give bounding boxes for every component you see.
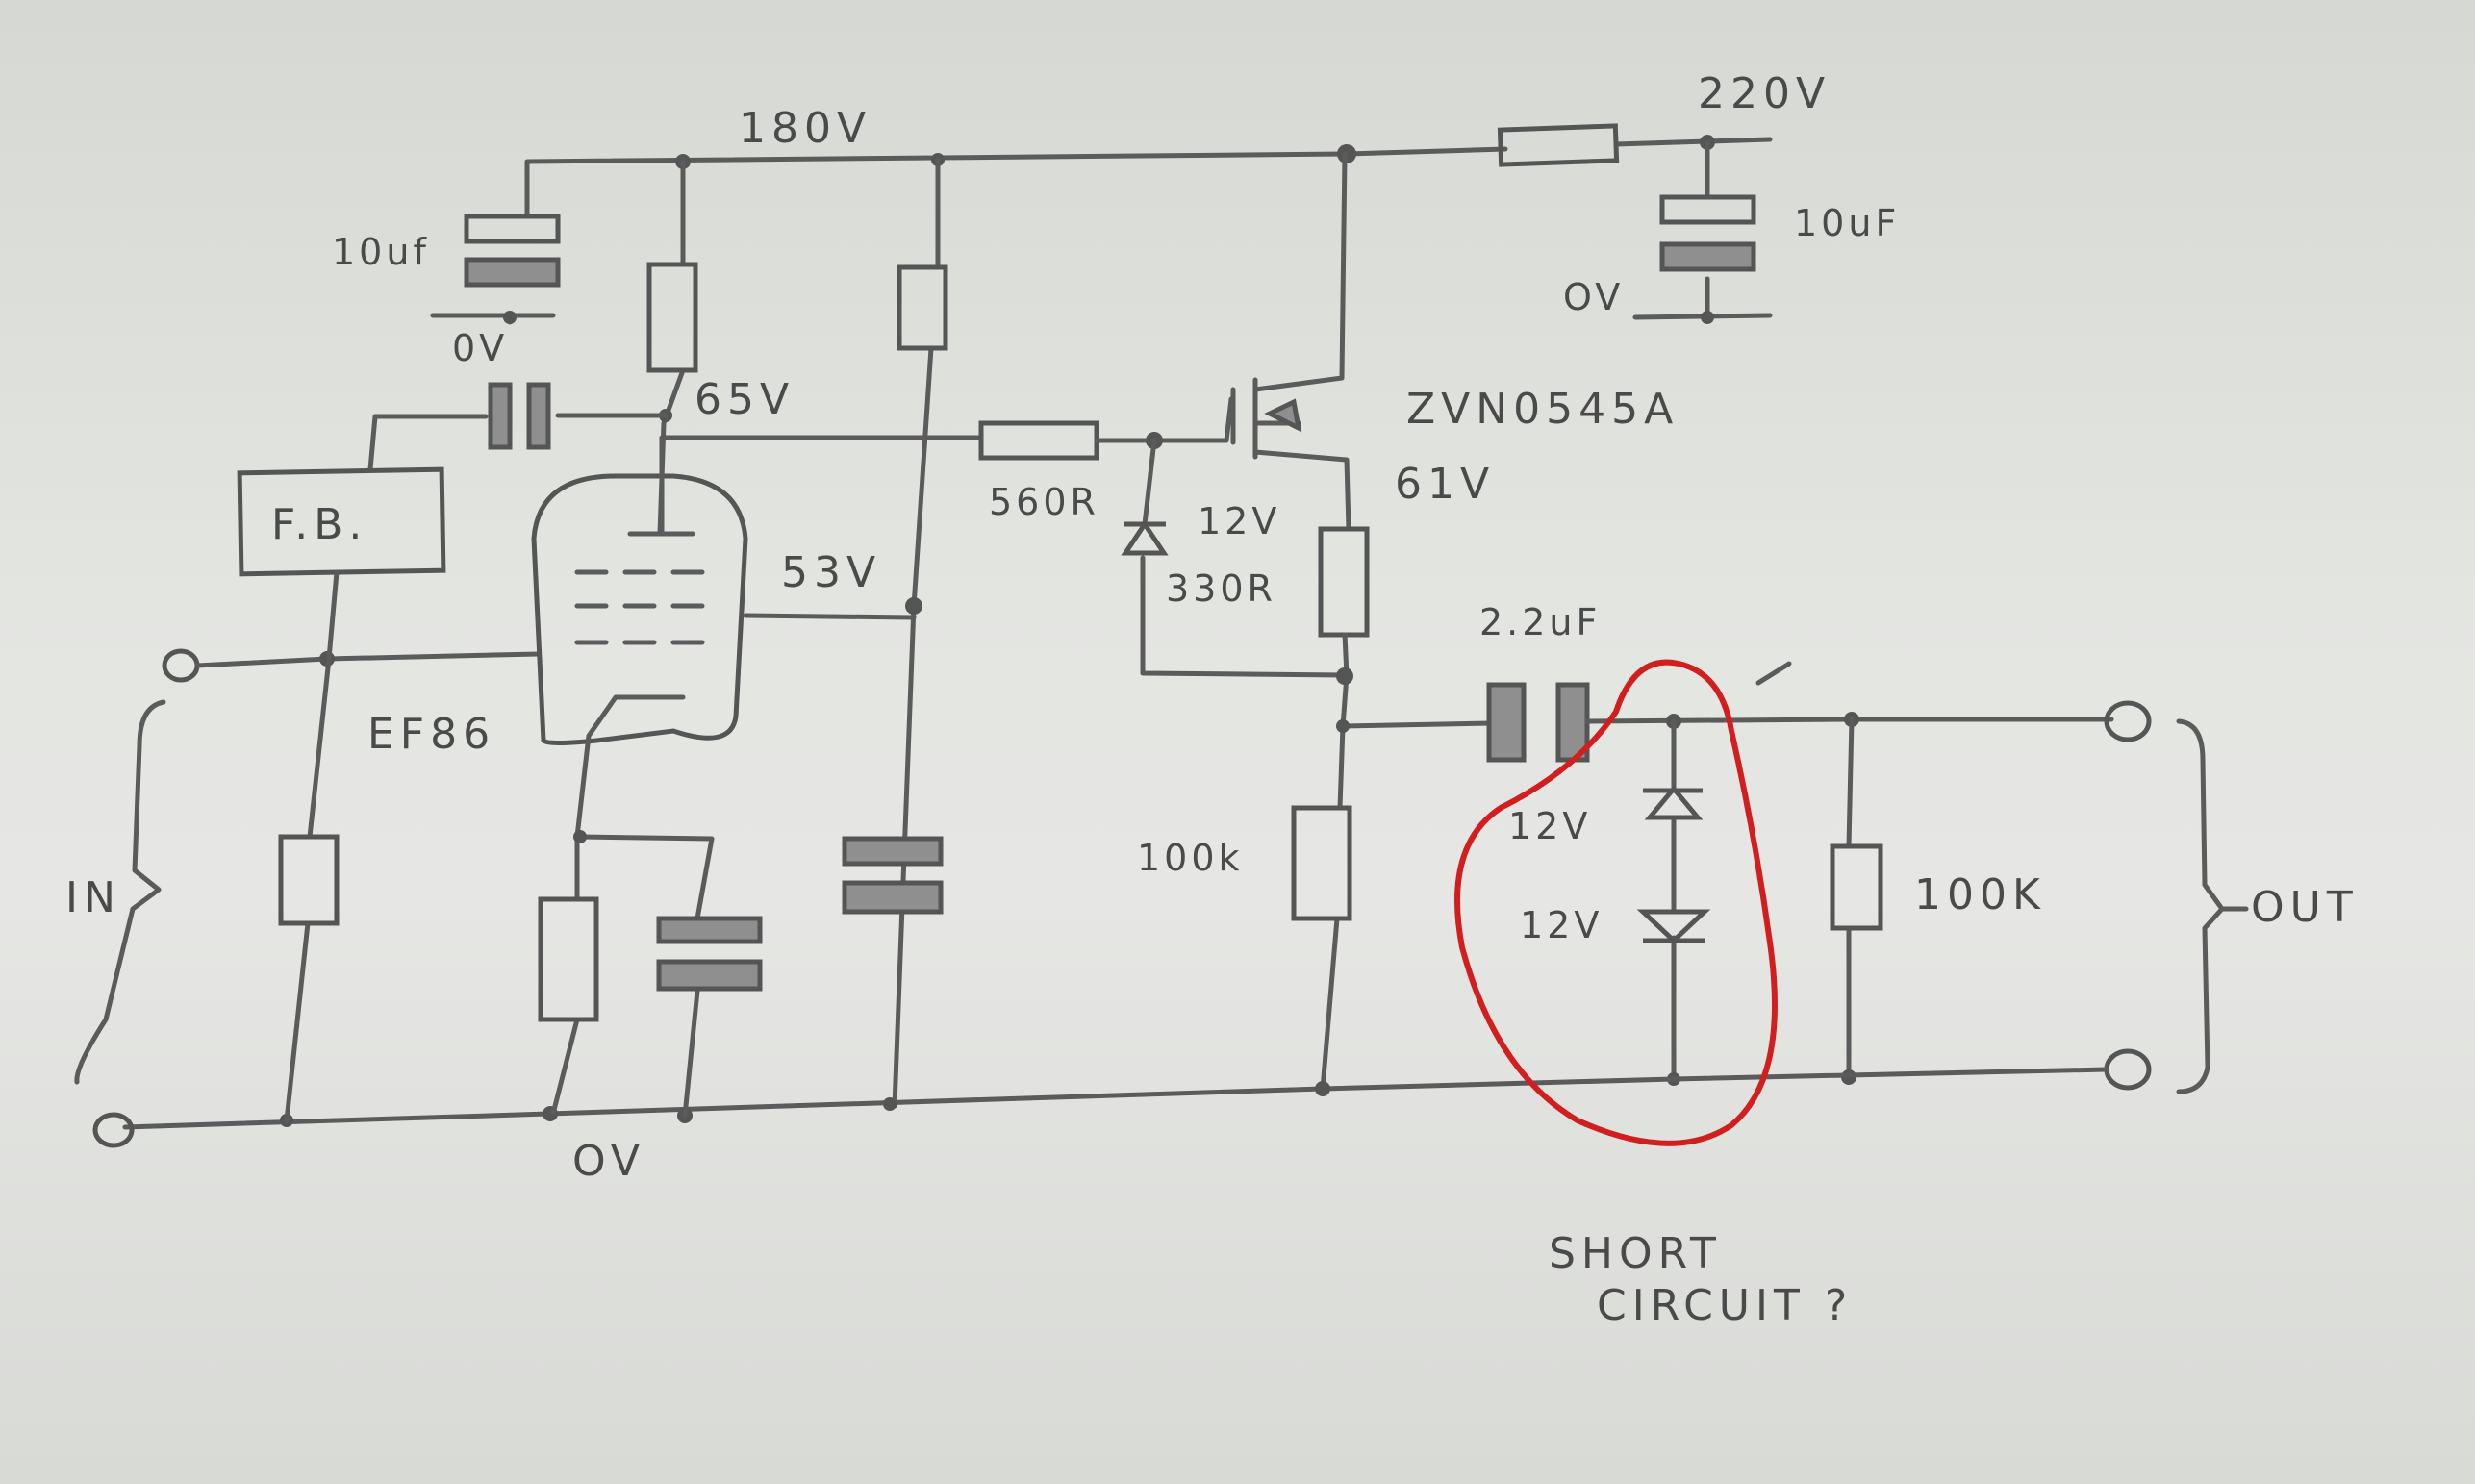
terminal-out-bottom[interactable]: [2104, 1048, 2152, 1091]
resistor-supply-dropper: [1497, 123, 1620, 167]
label-53v: 53V: [781, 548, 881, 597]
node-ground-5: [1315, 1081, 1330, 1096]
resistor-100K-out: [1830, 843, 1883, 931]
pentode-envelope: [531, 473, 748, 745]
wire-cathode-network: [550, 834, 715, 1119]
node-cap-right-ground: [1701, 311, 1714, 324]
node-ground-4: [883, 1097, 897, 1111]
label-mosfet: ZVN0545A: [1406, 385, 1679, 434]
capacitor-fb-plate2: [526, 382, 551, 450]
zener-gate-12v: [1121, 519, 1169, 556]
node-source-out: [1336, 667, 1353, 685]
label-100k-out: 100K: [1914, 870, 2046, 919]
label-2.2uf: 2.2uF: [1479, 601, 1601, 643]
feedback-network-box: [237, 466, 446, 577]
pentode-anode: [627, 435, 695, 537]
node-screen-53v: [905, 597, 922, 615]
resistor-anode-load: [646, 262, 698, 373]
label-10uf-left: 10uf: [332, 231, 430, 273]
zener-out-lower: [1636, 909, 1711, 944]
label-ov-right: OV: [1563, 276, 1624, 318]
resistor-cathode: [538, 896, 599, 1022]
wire-input: [194, 651, 542, 668]
wire-grid-leak: [284, 656, 332, 1123]
rail-220v: [1613, 137, 1773, 147]
wire-source-output: [1320, 632, 1494, 1092]
label-61v: 61V: [1395, 460, 1495, 509]
capacitor-2.2uF-plate2: [1555, 682, 1590, 763]
wire-gate-zener: [1140, 438, 1350, 678]
zener-out-upper: [1643, 785, 1704, 820]
label-fb: F.B.: [271, 500, 367, 549]
label-180v: 180V: [739, 104, 871, 153]
mosfet-drain-source: [1252, 151, 1351, 532]
label-in: IN: [65, 873, 121, 922]
stray-mark: [1755, 661, 1792, 686]
capacitor-cathode-plate1: [656, 916, 763, 944]
wire-r100k-out: [1846, 717, 1855, 1080]
label-560r: 560R: [989, 481, 1099, 523]
label-short: SHORT: [1549, 1229, 1722, 1278]
wire-cap-right: [1632, 139, 1773, 320]
rail-ground: [122, 1067, 2109, 1130]
mosfet-arrow-icon: [1264, 398, 1302, 433]
label-ov-bottom: OV: [572, 1137, 645, 1186]
capacitor-screen-plate2: [842, 880, 944, 915]
brace-out: [2176, 718, 2225, 1094]
capacitor-10uf-left-plate2: [464, 257, 561, 288]
label-zener-12v-b: 12V: [1520, 904, 1603, 946]
label-ef86: EF86: [367, 710, 495, 759]
node-out-junction: [1336, 719, 1350, 733]
label-330r: 330R: [1166, 567, 1276, 610]
capacitor-10uf-left-plate1: [464, 214, 561, 244]
label-10uf-right: 10uF: [1794, 202, 1900, 244]
brace-in: [74, 699, 166, 1085]
label-65v: 65V: [695, 375, 795, 424]
label-220v: 220V: [1698, 69, 1831, 118]
pentode-cathode: [574, 694, 686, 840]
resistor-100k-mid: [1291, 805, 1352, 921]
resistor-grid-leak: [278, 834, 340, 926]
rail-180v: [524, 146, 1508, 168]
terminal-out-top[interactable]: [2104, 700, 2152, 742]
capacitor-10uF-right-plate2: [1659, 241, 1756, 272]
resistor-560R: [978, 420, 1099, 461]
capacitor-10uF-right-plate1: [1659, 194, 1756, 225]
label-zener-12v-a: 12V: [1508, 805, 1591, 847]
capacitor-2.2uF-plate1: [1486, 682, 1527, 763]
wire-gate: [1094, 396, 1234, 443]
pentode-screen-lead: [743, 613, 917, 620]
label-100k-mid: 100k: [1137, 837, 1244, 879]
label-out: OUT: [2251, 883, 2359, 932]
wire-fb-cap-to-box: [367, 414, 489, 472]
highlight-circle: [1454, 659, 1778, 1146]
capacitor-screen-plate1: [842, 836, 944, 867]
resistor-screen-divider: [897, 264, 948, 351]
node-cap-left-ground: [503, 311, 517, 324]
capacitor-fb-plate1: [488, 382, 513, 450]
capacitor-cathode-plate2: [656, 959, 763, 992]
terminal-in-bottom[interactable]: [92, 1112, 135, 1148]
terminal-in-top[interactable]: [162, 648, 200, 683]
node-cathode: [573, 830, 587, 843]
label-circuit: CIRCUIT ?: [1597, 1281, 1853, 1330]
label-ov-left: 0V: [452, 327, 508, 369]
resistor-330R: [1318, 526, 1370, 638]
label-zener-12v-top: 12V: [1198, 500, 1280, 542]
wire-fb-to-cathode: [326, 569, 340, 662]
